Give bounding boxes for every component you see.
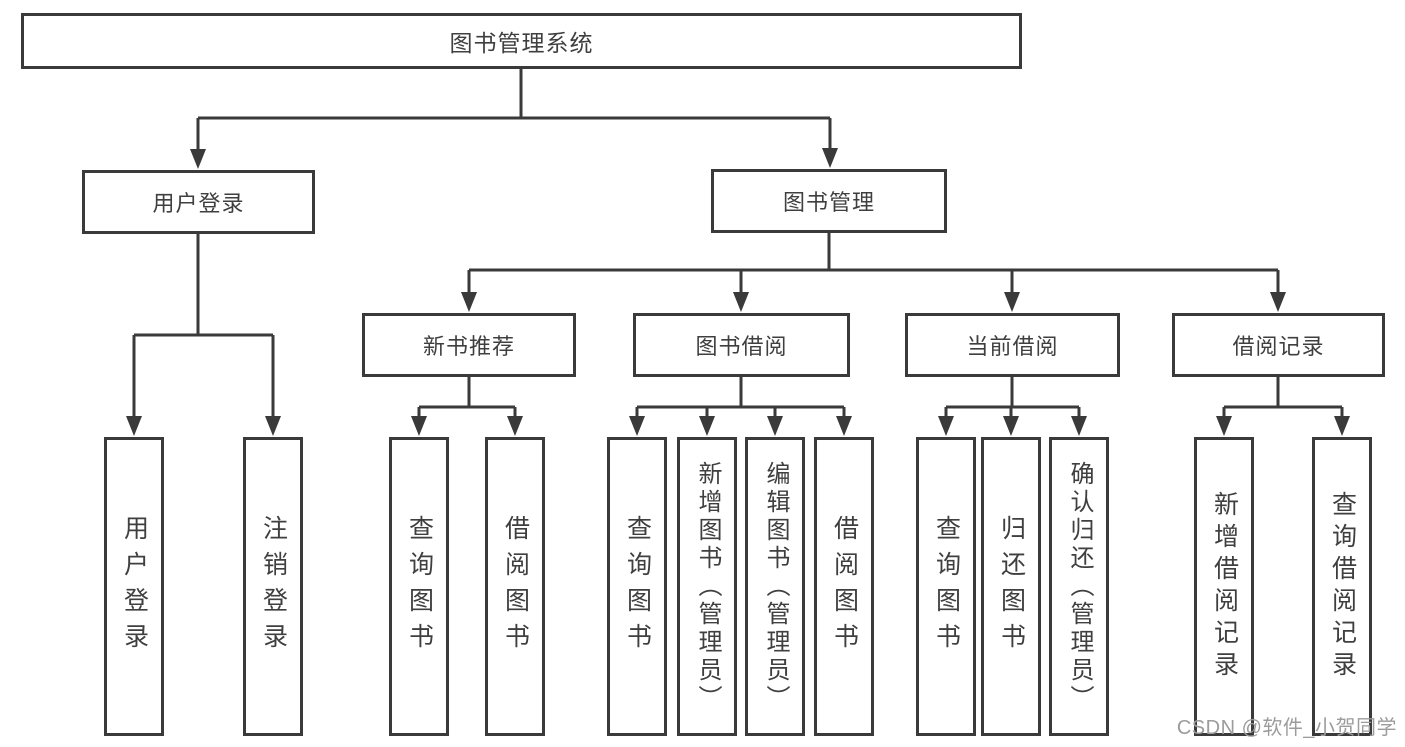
csdn-watermark: CSDN @软件_小贺同学 bbox=[1176, 717, 1397, 739]
leaf-borrow-books: 借阅图书 bbox=[814, 437, 874, 736]
leaf-user-login: 用户登录 bbox=[104, 437, 164, 736]
leaf-add-borrow-record: 新增借阅记录 bbox=[1194, 437, 1254, 736]
node-current-borrow: 当前借阅 bbox=[905, 313, 1120, 377]
node-book-borrow: 图书借阅 bbox=[633, 313, 850, 377]
leaf-confirm-return-admin: 确认归还（管理员） bbox=[1049, 437, 1109, 736]
leaf-add-books-admin: 新增图书（管理员） bbox=[677, 437, 737, 736]
leaf-query-books: 查询图书 bbox=[916, 437, 976, 736]
leaf-logout: 注销登录 bbox=[243, 437, 303, 736]
node-new-book-recommend: 新书推荐 bbox=[362, 313, 576, 377]
connector-paths bbox=[132, 69, 1344, 421]
leaf-query-books: 查询图书 bbox=[607, 437, 667, 736]
leaf-borrow-books: 借阅图书 bbox=[485, 437, 545, 736]
node-library-management-system: 图书管理系统 bbox=[21, 13, 1022, 69]
arrowheads bbox=[126, 148, 1350, 436]
leaf-query-borrow-record: 查询借阅记录 bbox=[1312, 437, 1372, 736]
leaf-edit-books-admin: 编辑图书（管理员） bbox=[745, 437, 805, 736]
leaf-return-books: 归还图书 bbox=[981, 437, 1041, 736]
node-book-management: 图书管理 bbox=[711, 169, 947, 233]
node-user-login: 用户登录 bbox=[82, 170, 315, 234]
node-borrow-records: 借阅记录 bbox=[1172, 313, 1385, 377]
leaf-query-books: 查询图书 bbox=[389, 437, 449, 736]
